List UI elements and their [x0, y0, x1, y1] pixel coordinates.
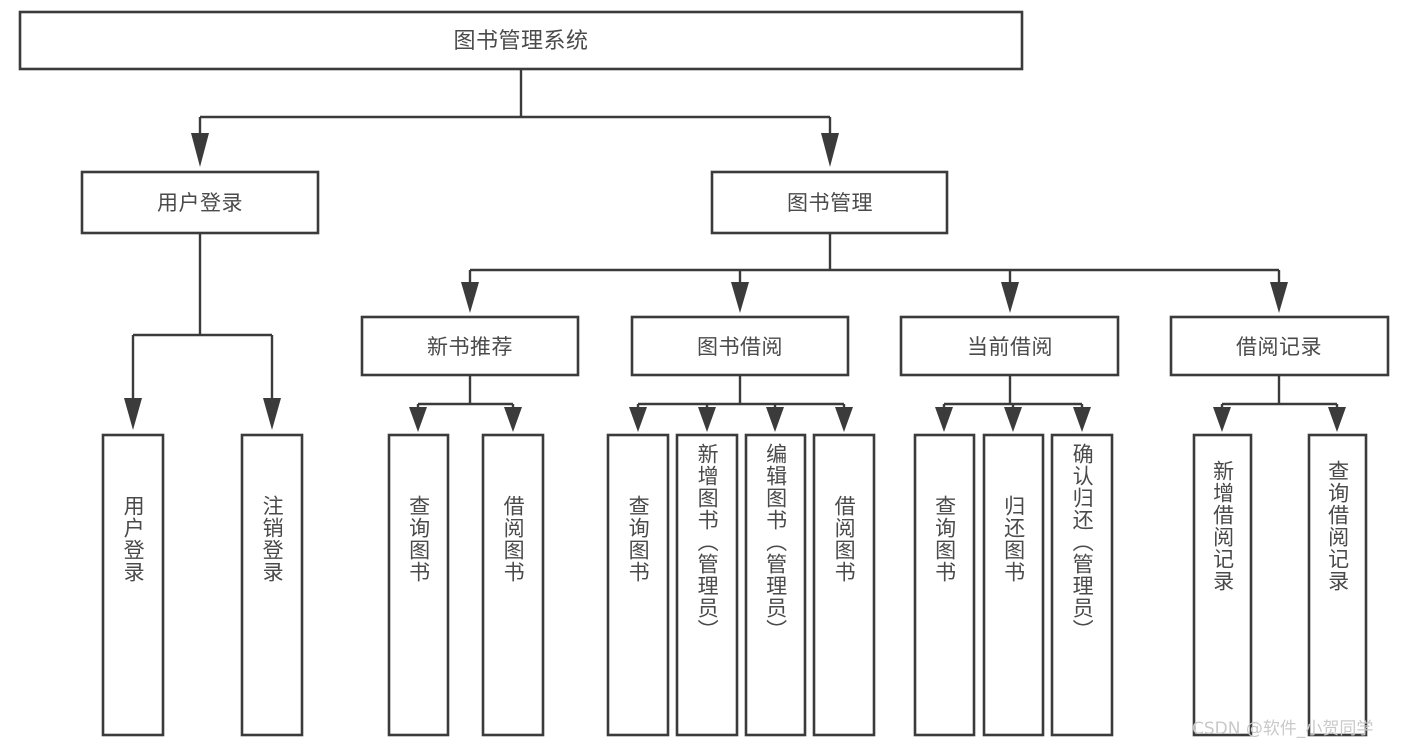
arrowhead-borrow-record	[1270, 282, 1288, 313]
leaf-box-layer	[101, 433, 1368, 737]
connector-layer	[124, 69, 1346, 432]
arrowhead-leaf-query-book-1	[409, 407, 427, 432]
node-user-login-label: 用户登录	[157, 191, 243, 215]
leaf-box-user-login[interactable]	[101, 433, 165, 737]
node-borrow-record-label: 借阅记录	[1236, 335, 1322, 359]
node-root[interactable]: 图书管理系统	[18, 10, 1024, 71]
leaf-box-borrow-book-2[interactable]	[812, 433, 876, 737]
leaf-box-query-book-3[interactable]	[913, 433, 976, 737]
arrowhead-book-borrow	[731, 282, 749, 313]
node-current-borrow-label: 当前借阅	[967, 335, 1053, 359]
node-book-management-box[interactable]	[710, 170, 949, 235]
leaf-box-confirm-return[interactable]	[1050, 433, 1114, 737]
arrowhead-book-mgmt	[821, 133, 839, 167]
node-book-borrow[interactable]: 图书借阅	[630, 315, 850, 377]
arrowhead-leaf-query-book-3	[935, 407, 953, 432]
node-root-label: 图书管理系统	[453, 29, 588, 54]
leaf-box-edit-book[interactable]	[744, 433, 807, 737]
arrowhead-leaf-add-book	[698, 407, 716, 432]
leaf-box-borrow-book-1[interactable]	[481, 433, 545, 737]
leaf-box-query-record[interactable]	[1307, 433, 1368, 737]
leaf-box-query-book-2[interactable]	[606, 433, 670, 737]
arrowhead-new-book-rec	[461, 282, 479, 313]
node-book-borrow-box[interactable]	[630, 315, 850, 377]
leaf-box-add-book[interactable]	[675, 433, 739, 737]
node-book-borrow-label: 图书借阅	[697, 335, 783, 359]
node-root-box[interactable]	[18, 10, 1024, 71]
arrowhead-leaf-user-login	[124, 398, 142, 430]
leaf-box-add-record[interactable]	[1192, 433, 1253, 737]
leaf-box-query-book-1[interactable]	[387, 433, 450, 737]
node-new-book-recommend-label: 新书推荐	[427, 335, 513, 359]
leaf-box-return-book[interactable]	[982, 433, 1045, 737]
node-user-login-box[interactable]	[80, 170, 320, 235]
leaf-box-logout[interactable]	[240, 433, 304, 737]
node-current-borrow[interactable]: 当前借阅	[899, 315, 1120, 377]
arrowhead-leaf-return-book	[1004, 407, 1022, 432]
node-borrow-record-box[interactable]	[1169, 315, 1390, 377]
arrowhead-leaf-query-book-2	[629, 407, 647, 432]
node-new-book-recommend-box[interactable]	[360, 315, 580, 377]
arrowhead-leaf-query-record	[1328, 407, 1346, 432]
node-book-management-label: 图书管理	[787, 191, 873, 215]
node-borrow-record[interactable]: 借阅记录	[1169, 315, 1390, 377]
node-current-borrow-box[interactable]	[899, 315, 1120, 377]
arrowhead-current-borrow	[1001, 282, 1019, 313]
arrowhead-leaf-confirm-return	[1073, 407, 1091, 432]
node-new-book-recommend[interactable]: 新书推荐	[360, 315, 580, 377]
arrowhead-leaf-logout	[263, 398, 281, 430]
arrowhead-user-login	[191, 133, 209, 167]
arrowhead-leaf-borrow-book-2	[835, 407, 853, 432]
arrowhead-leaf-edit-book	[766, 407, 784, 432]
node-book-management[interactable]: 图书管理	[710, 170, 949, 235]
arrowhead-leaf-borrow-book-1	[504, 407, 522, 432]
arrowhead-leaf-add-record	[1213, 407, 1231, 432]
node-user-login[interactable]: 用户登录	[80, 170, 320, 235]
